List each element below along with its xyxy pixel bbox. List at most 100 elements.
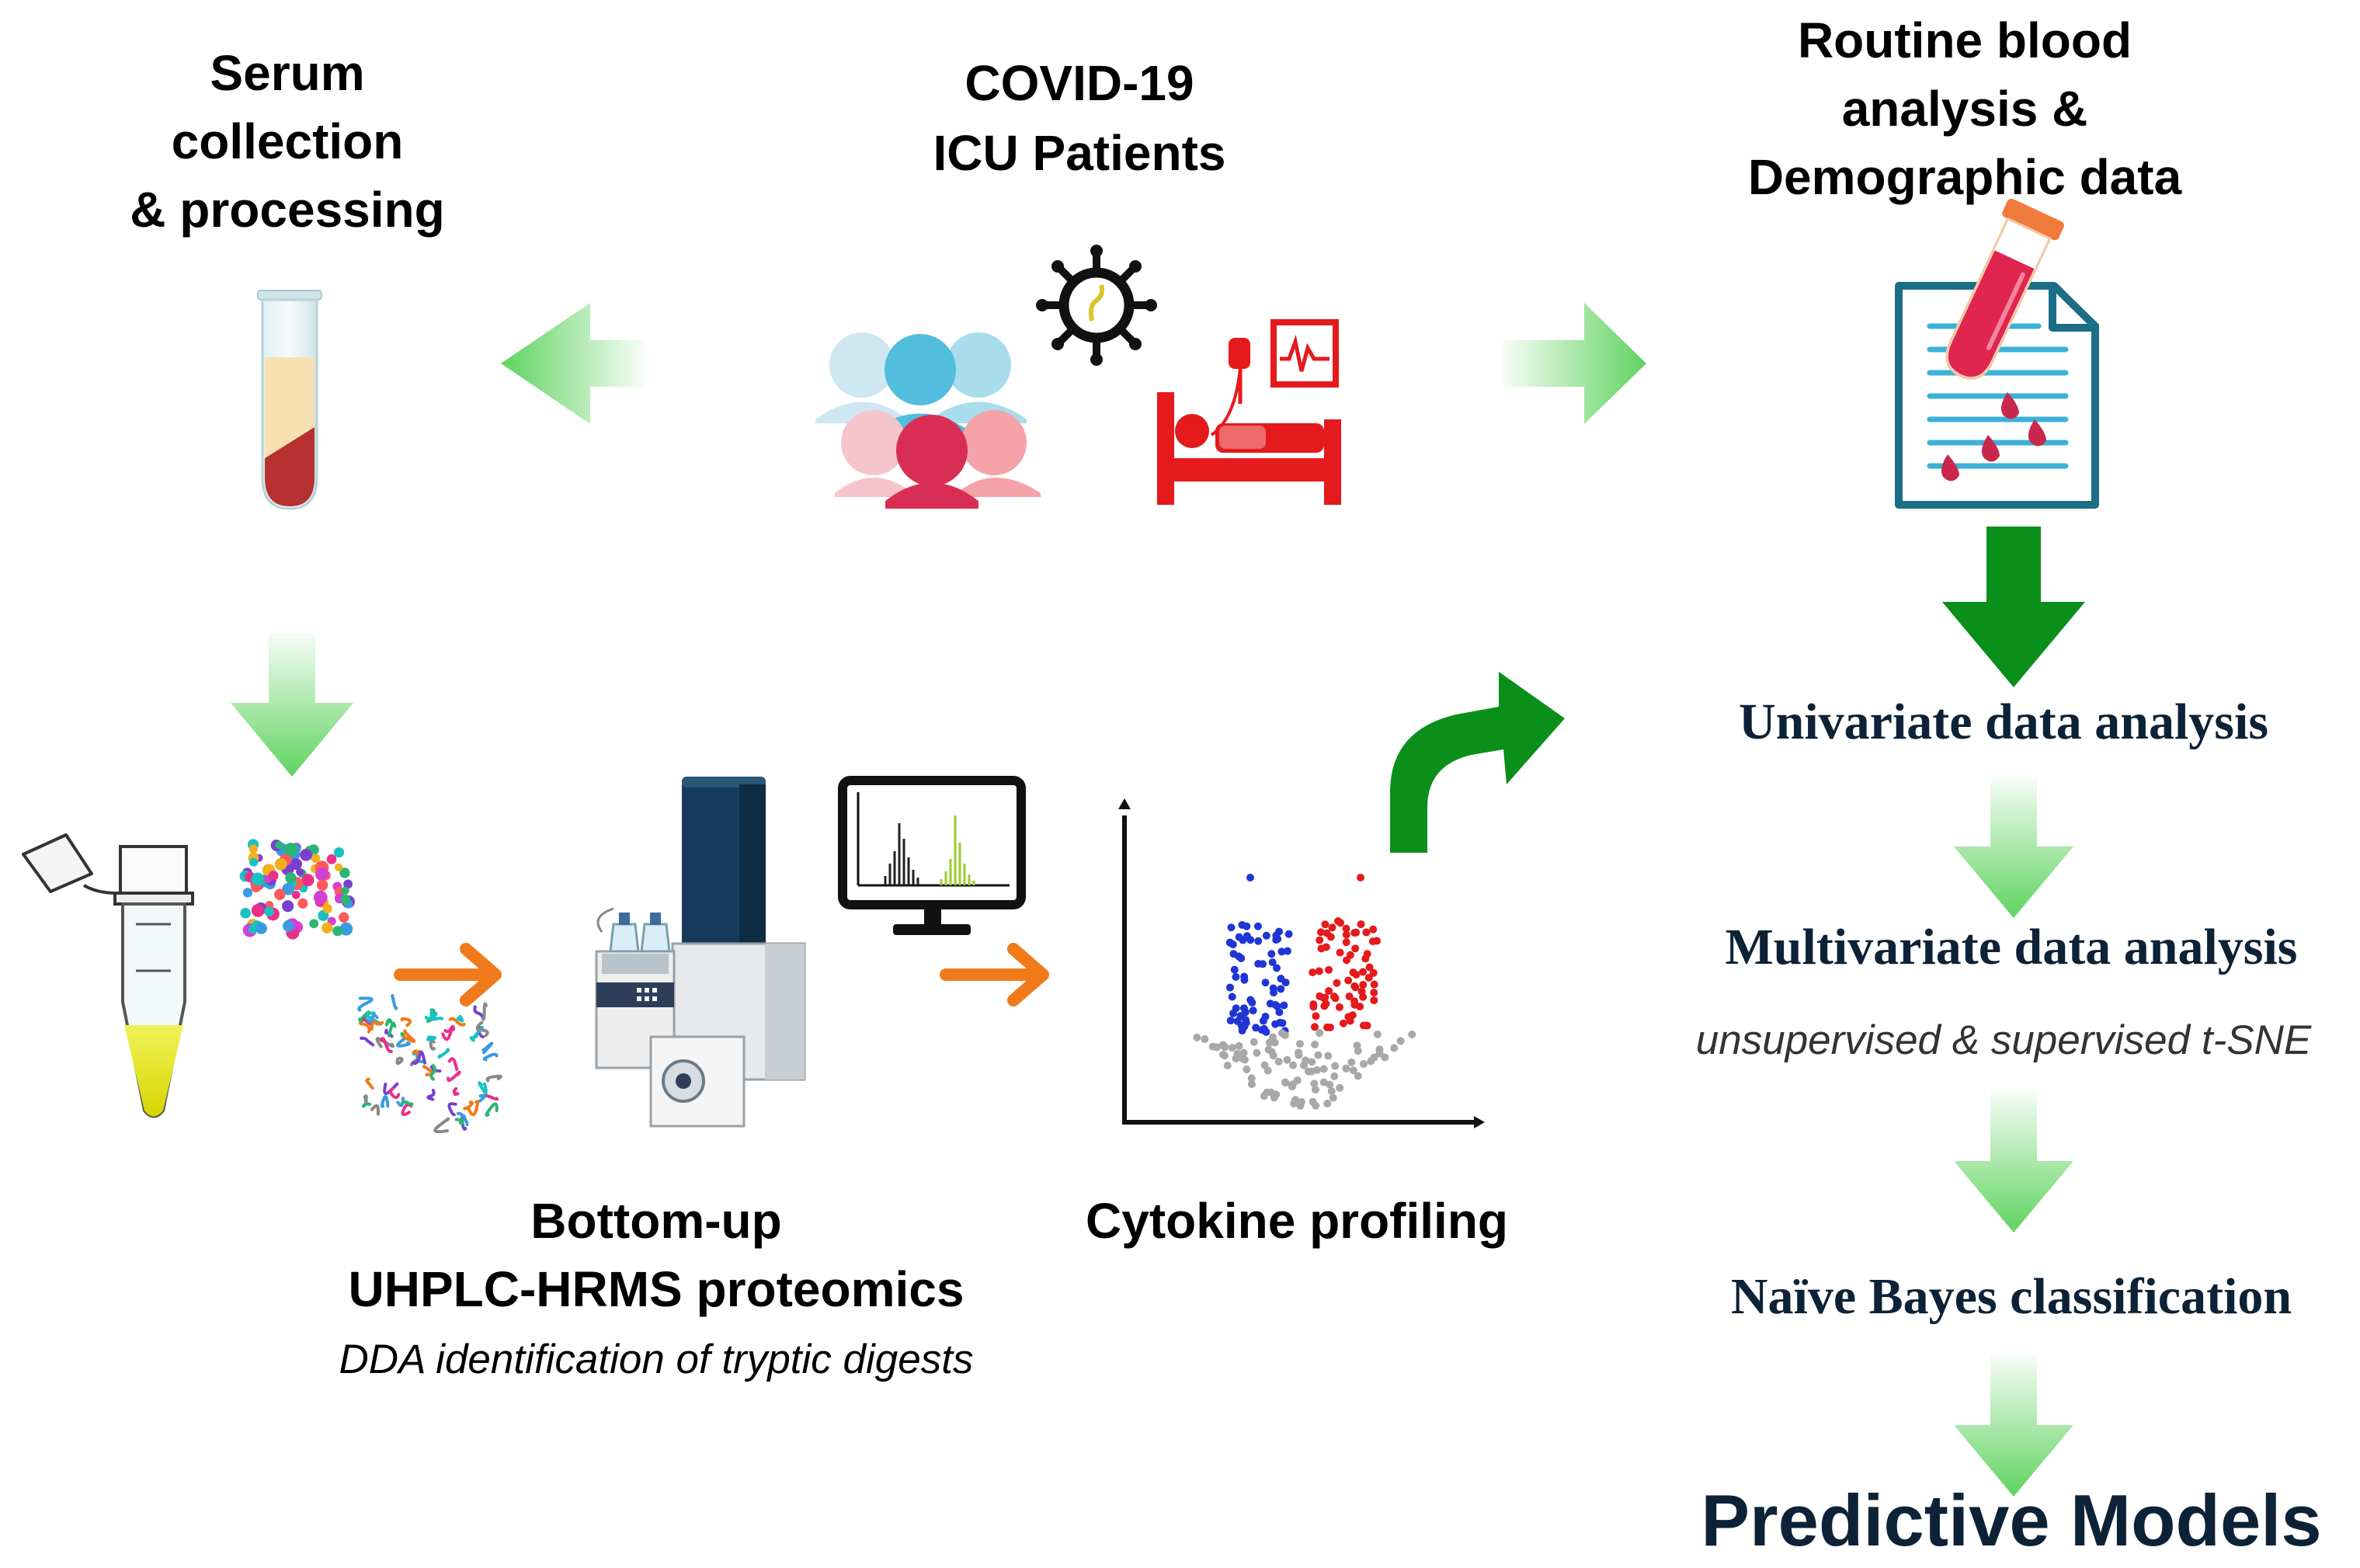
- serum-title-line-1: Serum: [210, 45, 365, 101]
- volcano-point-down: [1277, 975, 1285, 983]
- protein-dot: [251, 872, 265, 886]
- volcano-point-ns: [1319, 1078, 1328, 1086]
- volcano-point-ns: [1323, 1099, 1332, 1107]
- volcano-point-ns: [1324, 1052, 1333, 1060]
- volcano-point-up: [1357, 987, 1366, 996]
- serum-title-line-3: & processing: [130, 182, 445, 238]
- volcano-plot-icon: [1118, 798, 1485, 1128]
- volcano-point-ns: [1263, 1066, 1272, 1075]
- peptide-strand: [437, 1048, 450, 1059]
- peptide-strand: [463, 1100, 474, 1111]
- peptide-strand: [478, 1093, 488, 1103]
- proteomics-title-line-1: Bottom-up: [530, 1193, 782, 1249]
- protein-dot: [332, 926, 343, 937]
- protein-dot: [268, 871, 279, 881]
- peptide-strand: [452, 1086, 460, 1096]
- blood-report-icon: [1895, 198, 2099, 509]
- volcano-point-up: [1326, 933, 1335, 941]
- volcano-point-ns: [1354, 1047, 1362, 1055]
- volcano-point-down: [1252, 1024, 1260, 1032]
- protein-dot: [285, 872, 297, 884]
- peptide-strand: [363, 1094, 368, 1104]
- volcano-point-up: [1339, 1019, 1347, 1027]
- routine-title-line-3: Demographic data: [1747, 149, 2182, 205]
- volcano-point-up: [1322, 943, 1330, 951]
- peptide-strand: [365, 1077, 374, 1090]
- peptide-strand: [396, 1036, 411, 1048]
- protein-dot: [274, 888, 286, 901]
- peptide-strand: [485, 1102, 499, 1117]
- volcano-point-ns: [1289, 1061, 1298, 1069]
- volcano-point-up: [1349, 968, 1357, 977]
- arrow-routine-to-univariate: [1942, 527, 2085, 687]
- peptide-strand: [429, 1038, 436, 1051]
- peptide-strand: [358, 1021, 371, 1034]
- mass-spectrometer-icon: [595, 777, 806, 1128]
- volcano-point-down: [1230, 965, 1239, 974]
- protein-dot: [311, 854, 321, 864]
- protein-dot: [315, 867, 329, 881]
- volcano-point-up: [1357, 920, 1365, 929]
- volcano-point-down: [1266, 1000, 1274, 1008]
- volcano-point-up: [1357, 874, 1364, 881]
- volcano-point-ns: [1223, 1062, 1232, 1070]
- volcano-point-down: [1277, 947, 1286, 956]
- peptide-strand: [384, 1018, 393, 1027]
- peptide-strand: [481, 1041, 494, 1055]
- peptide-strand: [401, 1100, 414, 1107]
- peptide-strand: [366, 1013, 379, 1024]
- hospital-bed-icon: [1157, 319, 1341, 505]
- volcano-point-ns: [1307, 1067, 1316, 1076]
- volcano-point-down: [1243, 932, 1251, 940]
- volcano-point-down: [1243, 922, 1251, 930]
- univariate-label: Univariate data analysis: [1738, 694, 2269, 750]
- peptide-strand: [379, 1037, 393, 1053]
- volcano-point-up: [1342, 930, 1350, 939]
- volcano-point-ns: [1265, 1038, 1274, 1047]
- peptide-strand: [391, 994, 398, 1010]
- volcano-point-down: [1225, 983, 1234, 992]
- volcano-point-down: [1253, 922, 1262, 930]
- volcano-point-up: [1342, 924, 1350, 933]
- protein-dot: [316, 879, 328, 891]
- volcano-point-ns: [1213, 1043, 1222, 1052]
- volcano-point-ns: [1330, 1072, 1339, 1080]
- volcano-point-down: [1237, 954, 1246, 962]
- volcano-point-down: [1232, 1004, 1240, 1013]
- protein-dot: [251, 904, 265, 917]
- volcano-point-up: [1362, 928, 1371, 937]
- volcano-point-ns: [1295, 1040, 1304, 1048]
- protein-dot: [333, 847, 345, 858]
- protein-dot: [296, 867, 304, 876]
- patients-title-line-2: ICU Patients: [933, 125, 1226, 181]
- peptide-strand: [454, 1118, 464, 1125]
- volcano-point-up: [1326, 1023, 1334, 1031]
- volcano-point-down: [1226, 1017, 1235, 1025]
- routine-title-line-1: Routine blood: [1797, 12, 2132, 68]
- protein-dot: [322, 922, 333, 933]
- peptide-strand: [424, 1012, 438, 1020]
- volcano-point-up: [1351, 944, 1360, 953]
- peptide-strand: [411, 1050, 426, 1066]
- volcano-point-down: [1259, 1017, 1267, 1025]
- protein-dot: [343, 879, 353, 889]
- volcano-point-down: [1229, 940, 1237, 949]
- volcano-point-ns: [1381, 1053, 1389, 1062]
- peptide-strand: [401, 1103, 413, 1116]
- volcano-point-ns: [1297, 1097, 1305, 1106]
- protein-dot: [309, 919, 319, 929]
- arrow-to-serum: [501, 303, 645, 424]
- volcano-point-up: [1320, 1002, 1329, 1010]
- volcano-point-down: [1239, 1004, 1248, 1013]
- volcano-point-up: [1369, 968, 1378, 977]
- volcano-point-ns: [1311, 1040, 1319, 1048]
- volcano-point-ns: [1270, 1038, 1279, 1047]
- volcano-point-down: [1248, 998, 1256, 1007]
- volcano-point-ns: [1220, 1052, 1229, 1060]
- volcano-point-ns: [1281, 1078, 1289, 1086]
- volcano-point-ns: [1247, 1074, 1256, 1083]
- volcano-point-up: [1359, 981, 1368, 989]
- volcano-point-ns: [1238, 1054, 1246, 1062]
- volcano-point-ns: [1327, 1086, 1336, 1095]
- volcano-point-up: [1316, 992, 1324, 1000]
